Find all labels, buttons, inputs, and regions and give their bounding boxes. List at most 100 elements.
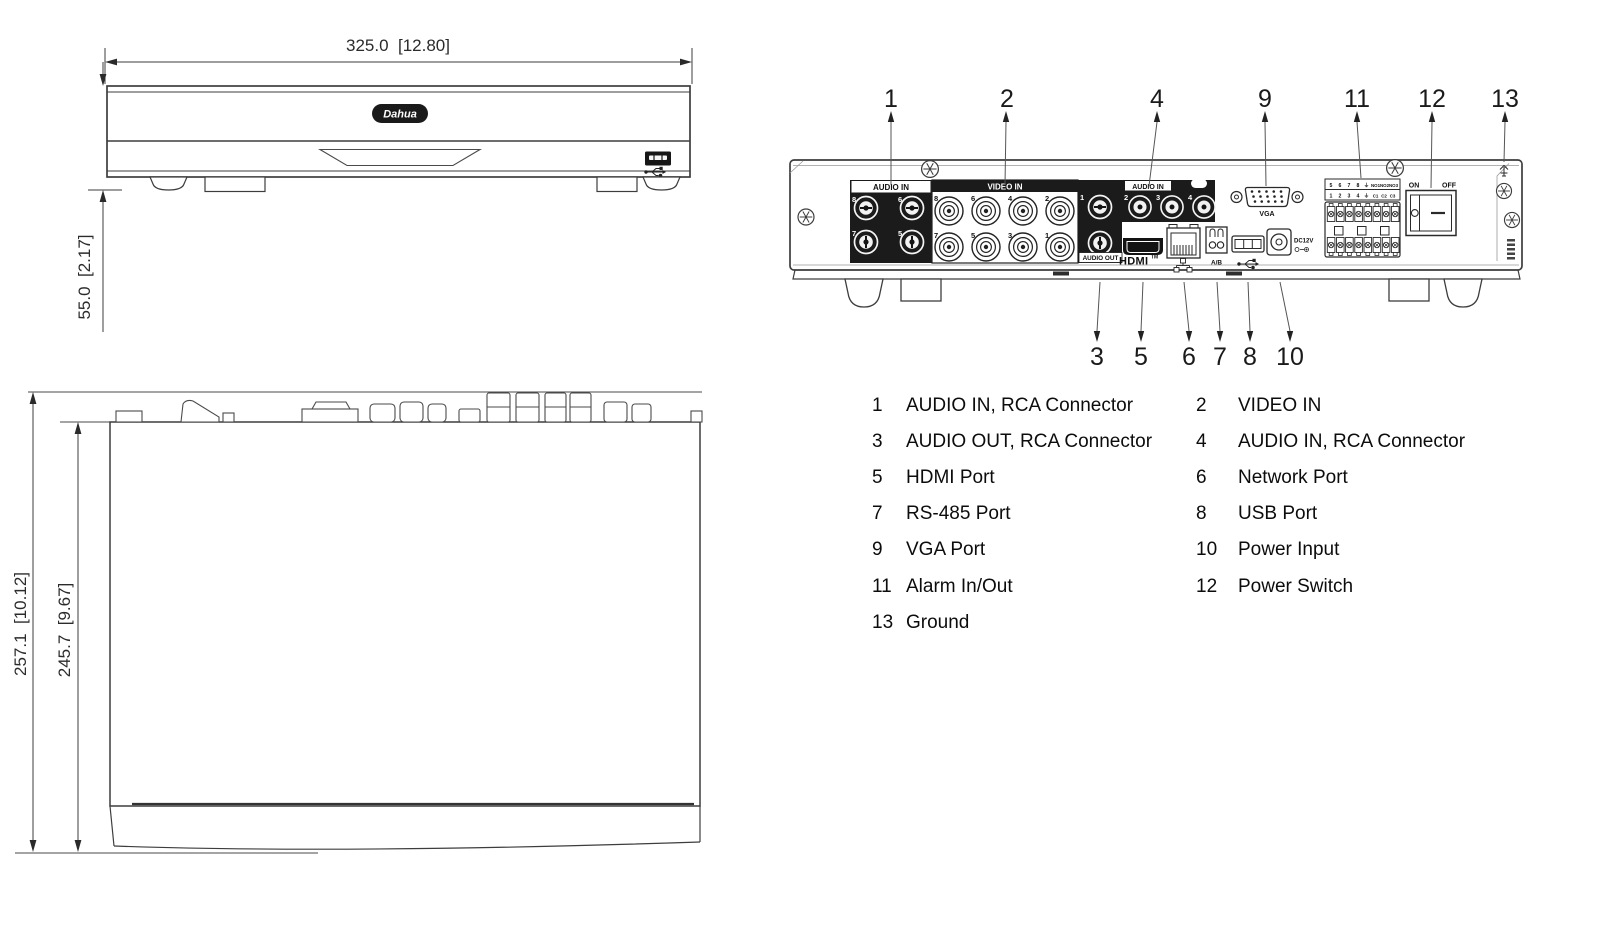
- legend-number: 11: [872, 576, 892, 597]
- front-chassis: Dahua: [106, 85, 691, 178]
- callout-number: 12: [1418, 85, 1446, 113]
- alarm-pin-label: C1: [1373, 194, 1379, 199]
- legend-text: VGA Port: [906, 539, 986, 560]
- legend-number: 10: [1196, 539, 1218, 560]
- screw-icon: [797, 208, 815, 226]
- legend-number: 4: [1196, 431, 1207, 452]
- legend-text: Alarm In/Out: [906, 576, 1013, 597]
- jack-number: 2: [1045, 194, 1049, 203]
- legend-text: Power Switch: [1238, 576, 1354, 597]
- alarm-pin-label: 7: [1348, 183, 1351, 189]
- jack-number: 4: [1188, 193, 1193, 202]
- jack-number: 1: [1045, 231, 1049, 240]
- callout-number: 13: [1491, 85, 1519, 113]
- hdmi-port: HDMI TM: [1119, 238, 1163, 268]
- power-switch: ON OFF: [1405, 183, 1457, 237]
- legend-text: AUDIO IN, RCA Connector: [906, 395, 1134, 416]
- front-feet: [149, 176, 681, 193]
- legend-number: 13: [872, 612, 894, 633]
- legend-row: 7 RS-485 Port 8 USB Port: [0, 503, 1600, 527]
- legend-row: 3 AUDIO OUT, RCA Connector 4 AUDIO IN, R…: [0, 431, 1600, 455]
- alarm-pin-label: 5: [1330, 183, 1333, 189]
- top-body: [109, 421, 701, 850]
- legend-row: 5 HDMI Port 6 Network Port: [0, 467, 1600, 491]
- jack-number: 3: [1156, 193, 1160, 202]
- video-in-label: VIDEO IN: [987, 183, 1022, 192]
- legend-row: 11 Alarm In/Out 12 Power Switch: [0, 576, 1600, 600]
- legend-text: VIDEO IN: [1238, 395, 1322, 416]
- usb-port: [1231, 235, 1265, 253]
- legend-number: 3: [872, 431, 883, 452]
- ground-icon: [1499, 164, 1509, 177]
- jack-number: 3: [1008, 231, 1012, 240]
- vga-port: VGA: [1230, 186, 1304, 218]
- alarm-ground-symbol: ⏚: [1364, 182, 1369, 189]
- usb-icon: [1237, 258, 1259, 270]
- legend-number: 1: [872, 395, 883, 416]
- screw-icon: [920, 159, 940, 179]
- audio-in-right-block: AUDIO IN AUDIO OUT 1 2 3 4: [1078, 179, 1216, 263]
- top-view: 257.1 [10.12] 245.7 [9.67]: [11, 391, 703, 854]
- vga-label: VGA: [1259, 211, 1274, 218]
- dc-polarity-icon: [1294, 247, 1309, 252]
- alarm-pin-label: NO3: [1389, 183, 1399, 188]
- legend-text: USB Port: [1238, 503, 1318, 524]
- jack-number: 6: [898, 195, 902, 204]
- alarm-pin-label: C2: [1381, 194, 1387, 199]
- jack-number: 1: [1080, 193, 1084, 202]
- audio-out-label: AUDIO OUT: [1083, 255, 1119, 262]
- legend-number: 5: [872, 467, 883, 488]
- callout-number: 3: [1090, 343, 1104, 371]
- callout-number: 1: [884, 85, 898, 113]
- callouts-bottom: 3 5 6 7 8 10: [1090, 281, 1304, 371]
- alarm-pin-label: C3: [1390, 194, 1396, 199]
- callout-number: 7: [1213, 343, 1227, 371]
- legend-text: RS-485 Port: [906, 503, 1011, 524]
- jack-number: 7: [852, 229, 856, 238]
- legend-row: 9 VGA Port 10 Power Input: [0, 539, 1600, 563]
- legend-number: 12: [1196, 576, 1218, 597]
- legend-row: 1 AUDIO IN, RCA Connector 2 VIDEO IN: [0, 395, 1600, 419]
- dahua-logo: Dahua: [372, 104, 428, 123]
- alarm-pin-label: 2: [1339, 194, 1342, 200]
- callout-number: 8: [1243, 343, 1257, 371]
- alarm-pin-label: 1: [1330, 194, 1333, 200]
- network-icon: [1173, 258, 1193, 273]
- callout-number: 11: [1344, 85, 1370, 113]
- legend-row: 13 Ground: [0, 612, 1600, 636]
- alarm-pin-label: 6: [1339, 183, 1342, 189]
- svg-text:Dahua: Dahua: [383, 109, 417, 121]
- jack-number: 8: [934, 194, 938, 203]
- legend-text: Ground: [906, 612, 970, 633]
- screw-icon: [1495, 182, 1513, 200]
- alarm-pin-label: 3: [1348, 194, 1351, 200]
- power-on-label: ON: [1409, 183, 1420, 190]
- screw-icon: [1503, 211, 1521, 229]
- alarm-pin-label: NO2: [1380, 183, 1390, 188]
- strain-relief-ridges: [1507, 239, 1515, 260]
- jack-number: 4: [1008, 194, 1013, 203]
- jack-number: 5: [898, 229, 902, 238]
- network-port: [1166, 224, 1201, 259]
- front-view: 325.0 [12.80] 55.0 [2.17] Dahua: [75, 36, 693, 332]
- jack-number: 2: [1124, 193, 1128, 202]
- front-usb-port: [645, 151, 671, 166]
- legend-text: AUDIO OUT, RCA Connector: [906, 431, 1153, 452]
- front-width-dimension: 325.0 [12.80]: [346, 36, 450, 55]
- jack-number: 8: [852, 195, 856, 204]
- alarm-terminal: 5 6 7 8 ⏚ NO1 NO2 NO3 1 2 3 4 ⏚ C1 C2 C3: [1324, 178, 1401, 258]
- legend-text: HDMI Port: [906, 467, 995, 488]
- audio-in-right-label: AUDIO IN: [1132, 184, 1164, 191]
- jack-number: 7: [934, 231, 938, 240]
- alarm-ground-symbol: ⏚: [1364, 193, 1369, 200]
- callouts-top: 1 2 4 9 11 12 13: [884, 85, 1519, 189]
- jack-number: 6: [971, 194, 975, 203]
- power-off-label: OFF: [1442, 183, 1457, 190]
- jack-number: 5: [971, 231, 975, 240]
- audio-in-left-block: AUDIO IN 8 6 7 5: [850, 180, 932, 263]
- legend-text: Network Port: [1238, 467, 1348, 488]
- alarm-pin-label: 4: [1357, 194, 1360, 200]
- legend-text: Power Input: [1238, 539, 1340, 560]
